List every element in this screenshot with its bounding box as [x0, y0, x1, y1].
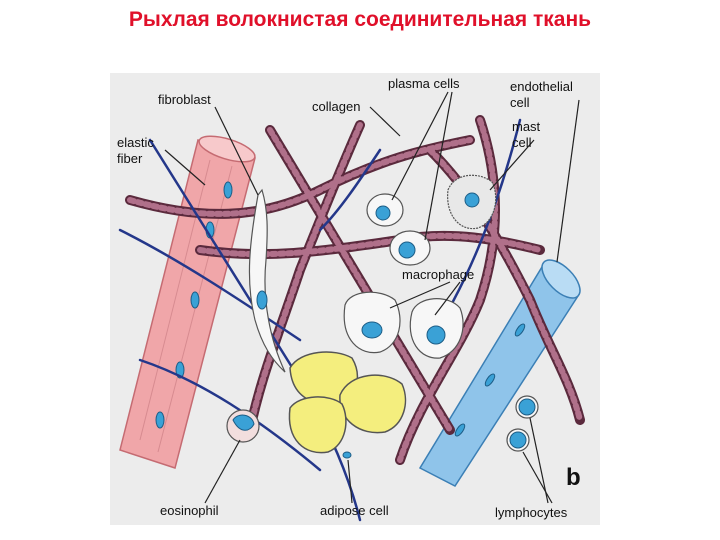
- label-fibroblast: fibroblast: [158, 92, 211, 107]
- elastic-fibers: [118, 118, 522, 522]
- fibroblast: [248, 188, 286, 373]
- macrophage: [409, 298, 464, 359]
- label-plasma-cells: plasma cells: [388, 76, 460, 91]
- macrophage: [343, 291, 401, 354]
- label-elastic-line1: elastic: [117, 135, 154, 150]
- label-collagen: collagen: [312, 99, 360, 114]
- collagen-fibers: [125, 115, 585, 465]
- label-endothelial-line2: cell: [510, 95, 530, 110]
- label-elastic-line2: fiber: [117, 151, 143, 166]
- label-mast-line1: mast: [512, 119, 541, 134]
- mast-cell: [447, 174, 497, 230]
- slide-title: Рыхлая волокнистая соединительная ткань: [128, 8, 592, 31]
- lymphocyte: [506, 428, 530, 452]
- label-mast-line2: cell: [512, 135, 532, 150]
- panel-letter: b: [566, 464, 581, 491]
- lymphocyte: [515, 395, 539, 419]
- label-adipose-cell: adipose cell: [320, 503, 389, 518]
- plasma-cell: [389, 230, 431, 266]
- plasma-cell: [366, 193, 404, 227]
- eosinophil: [226, 409, 260, 443]
- label-endothelial-line1: endothelial: [510, 79, 573, 94]
- leader-lines: [164, 91, 580, 504]
- label-lymphocytes: lymphocytes: [495, 505, 568, 520]
- adipose-cells: [288, 351, 407, 459]
- label-eosinophil: eosinophil: [160, 503, 219, 518]
- label-macrophage: macrophage: [402, 267, 474, 282]
